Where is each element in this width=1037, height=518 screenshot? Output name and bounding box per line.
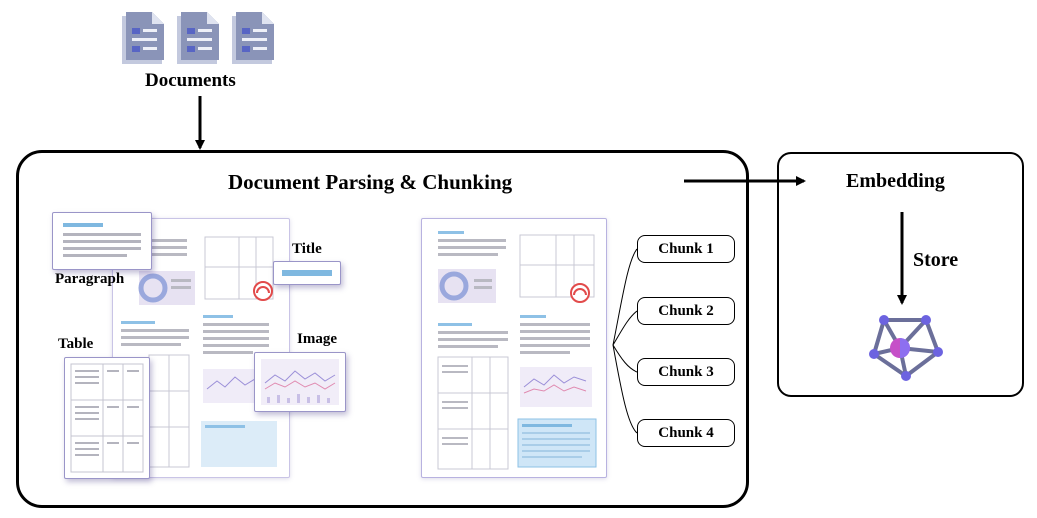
annotated-page-content — [121, 236, 277, 468]
chunk-connector-1 — [612, 248, 638, 346]
paragraph-callout — [52, 212, 152, 270]
parsing-container — [16, 150, 749, 508]
paragraph-label: Paragraph — [55, 271, 125, 287]
table-callout-content — [70, 363, 144, 473]
chunk-box-4: Chunk 4 — [637, 419, 735, 447]
parsing-title: Document Parsing & Chunking — [228, 170, 513, 194]
chunk-box-1: Chunk 1 — [637, 235, 735, 263]
table-label: Table — [58, 336, 94, 352]
document-stack-icon — [122, 12, 274, 64]
store-label: Store — [913, 249, 959, 271]
document-icon — [122, 12, 164, 64]
documents-icon-group — [120, 10, 280, 66]
title-callout-content — [282, 270, 332, 276]
chunk-box-3: Chunk 3 — [637, 358, 735, 386]
chunk-connector-4 — [612, 344, 638, 434]
chunked-page-content — [437, 231, 597, 470]
document-icon — [177, 12, 219, 64]
image-callout-content — [261, 359, 339, 405]
image-callout — [254, 352, 346, 412]
title-label: Title — [292, 241, 322, 257]
chunk-box-2: Chunk 2 — [637, 297, 735, 325]
title-callout — [273, 261, 341, 285]
table-callout — [64, 357, 150, 479]
vector-graph-icon — [869, 315, 943, 381]
chunk-connector-2 — [612, 310, 638, 346]
image-label: Image — [297, 331, 337, 347]
embedding-title: Embedding — [846, 170, 945, 192]
document-icon — [232, 12, 274, 64]
documents-label: Documents — [145, 70, 236, 91]
chunked-document-page — [421, 218, 607, 478]
paragraph-callout-content — [63, 223, 141, 257]
embedding-container — [777, 152, 1024, 397]
chunk-connector-3 — [612, 344, 638, 373]
